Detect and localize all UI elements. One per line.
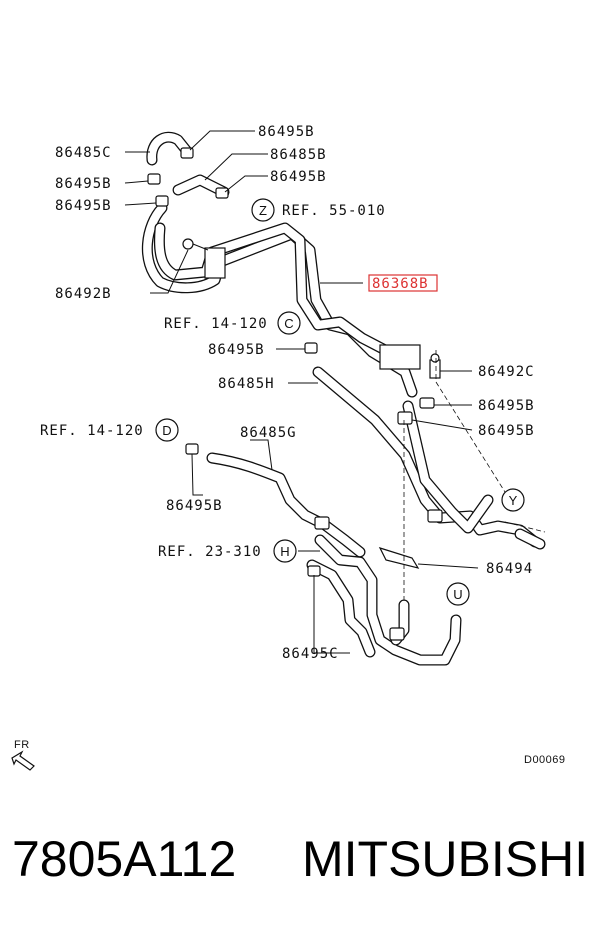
label-86495b[interactable]: 86495B (55, 198, 112, 214)
hose-86485g (206, 452, 366, 558)
clamp (155, 195, 169, 207)
clamp (397, 411, 413, 425)
bracket-86492c (379, 344, 441, 379)
label-86495b[interactable]: 86495B (270, 169, 327, 185)
ref-circle-y: Y (501, 488, 525, 512)
label-86485g[interactable]: 86485G (240, 425, 297, 441)
fr-label: FR (14, 739, 30, 751)
label-86492c[interactable]: 86492C (478, 364, 535, 380)
label-86495b[interactable]: 86495B (55, 176, 112, 192)
arrow-icon (11, 750, 35, 771)
hose-stub-y (514, 528, 546, 550)
clamps (147, 147, 443, 641)
clamp (427, 509, 443, 523)
leader-lines (124, 130, 479, 654)
label-86485c[interactable]: 86485C (55, 145, 112, 161)
ref-circle-d: D (155, 418, 179, 442)
ref-circle-c: C (277, 311, 301, 335)
ref-circle-u: U (446, 582, 470, 606)
ref-label-23-310[interactable]: REF. 23-310 (158, 544, 262, 560)
ref-circle-c-label: C (284, 316, 293, 331)
bracket-86492b (182, 238, 226, 279)
clamp (304, 342, 318, 354)
clamp (307, 565, 321, 577)
part-labels: 86495B 86485C 86485B 86495B 86495B 86495… (40, 124, 535, 662)
clamp (185, 443, 199, 455)
label-86494[interactable]: 86494 (486, 561, 533, 577)
ref-circle-h: H (273, 539, 297, 563)
bolt-icon (182, 238, 194, 250)
highlight-box (368, 274, 438, 292)
ref-circle-u-label: U (453, 587, 462, 602)
label-86495b[interactable]: 86495B (258, 124, 315, 140)
clamp (180, 147, 194, 159)
ref-circle-z-label: Z (259, 203, 267, 218)
label-86495b[interactable]: 86495B (208, 342, 265, 358)
clamp (419, 397, 435, 409)
diagram-code: D00069 (524, 754, 566, 766)
label-86485h[interactable]: 86485H (218, 376, 275, 392)
label-86495c[interactable]: 86495C (282, 646, 339, 662)
clamp (215, 187, 229, 199)
label-86368b[interactable]: 86368B (372, 276, 429, 292)
clamp (389, 627, 405, 641)
hose-86485c (146, 131, 192, 166)
label-86485b[interactable]: 86485B (270, 147, 327, 163)
ref-circle-d-label: D (162, 423, 171, 438)
label-86495b[interactable]: 86495B (478, 398, 535, 414)
guide-lines (403, 350, 546, 600)
brand-name: MITSUBISHI (302, 831, 589, 887)
tube-assembly-86368b (141, 202, 418, 398)
ref-label-14-120[interactable]: REF. 14-120 (164, 316, 268, 332)
ref-circle-h-label: H (280, 544, 289, 559)
bolt-icon (430, 353, 440, 363)
ref-circle-z: Z (251, 198, 275, 222)
label-86495b[interactable]: 86495B (478, 423, 535, 439)
clamp (147, 173, 161, 185)
hose-group (141, 131, 546, 666)
label-86492b[interactable]: 86492B (55, 286, 112, 302)
ref-label-14-120[interactable]: REF. 14-120 (40, 423, 144, 439)
bracket-86494 (378, 547, 420, 569)
label-86495b[interactable]: 86495B (166, 498, 223, 514)
hose-86485b (172, 174, 230, 198)
ref-label-55-010[interactable]: REF. 55-010 (282, 203, 386, 219)
front-direction-indicator: FR (11, 739, 35, 771)
part-number: 7805A112 (12, 831, 237, 887)
tube-lower (306, 534, 462, 666)
tube-right (402, 400, 494, 534)
ref-circle-y-label: Y (509, 493, 518, 508)
clamp (314, 516, 330, 530)
